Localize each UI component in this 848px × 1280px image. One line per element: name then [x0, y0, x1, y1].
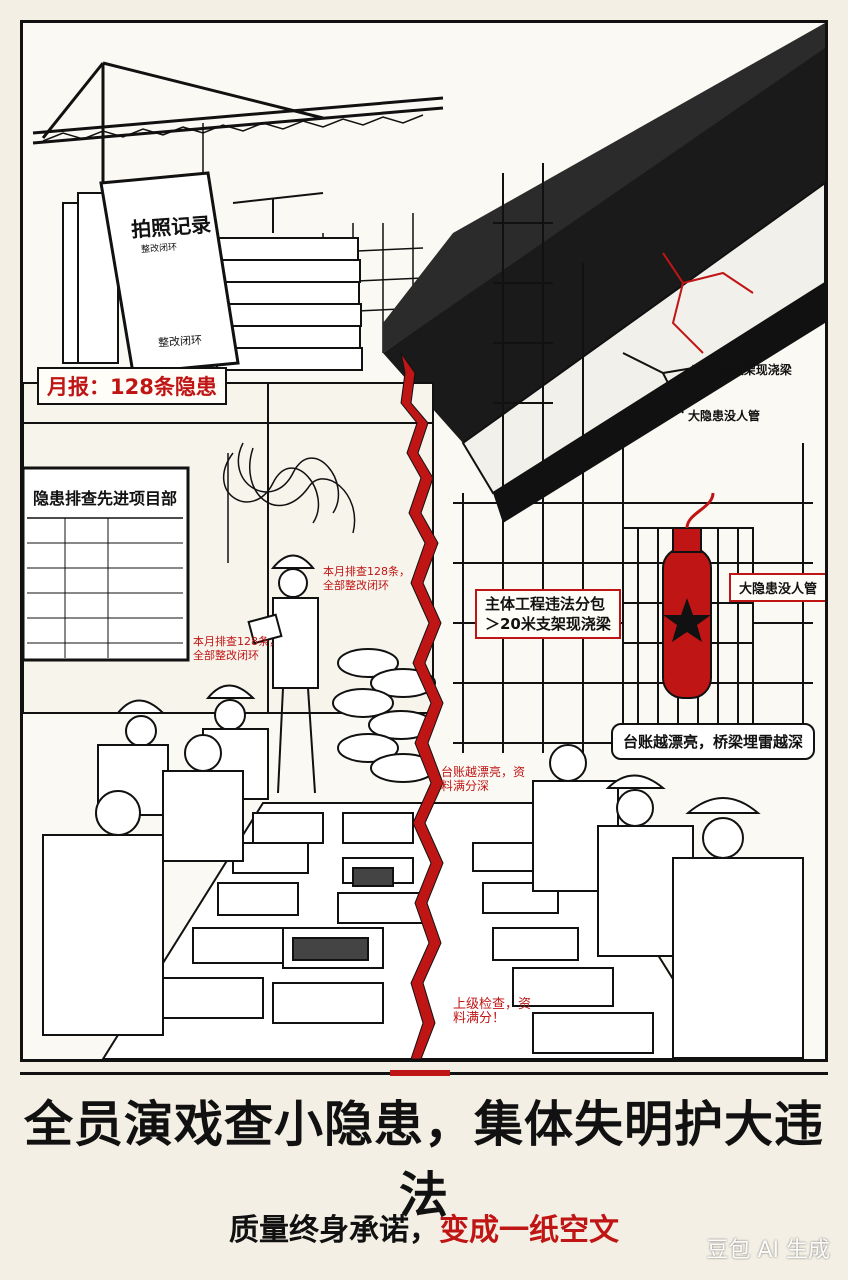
subheadline-part1: 质量终身承诺， — [229, 1213, 439, 1248]
label-subcontract: 主体工程违法分包 ＞20米支架现浇梁 — [475, 589, 621, 639]
label-danger: 大隐患没人管 — [729, 573, 825, 602]
red-crack — [400, 352, 444, 1059]
tower-crane — [32, 61, 444, 233]
subheadline: 质量终身承诺，变成一纸空文 — [0, 1205, 848, 1249]
people-right — [532, 744, 804, 1059]
binder-photo-records — [99, 171, 240, 375]
red-bomb-icon — [662, 492, 715, 699]
note-bridge-1: ＞20米支架现浇梁 — [691, 363, 792, 377]
label-subcontract-line2: ＞20米支架现浇梁 — [485, 615, 611, 633]
binder-subtitle: 整改闭环 — [140, 242, 178, 256]
watermark: 豆包 AI 生成 — [706, 1238, 830, 1263]
board-title: 隐患排查先进项目部 — [33, 489, 178, 508]
document-stacks — [62, 192, 363, 371]
label-subcontract-line1: 主体工程违法分包 — [485, 595, 606, 613]
illustration — [23, 23, 825, 1059]
binder-title: 拍照记录 — [130, 212, 212, 242]
notice-board — [23, 466, 190, 662]
note-wall: 本月排查128条，全部整改闭环 — [193, 635, 280, 662]
illustration-frame: 拍照记录 整改闭环 整改闭环 月报：128条隐患 隐患排查先进项目部 本月排查1… — [20, 20, 828, 1062]
sandbags — [332, 648, 436, 783]
standing-inspector — [247, 554, 319, 794]
people-left — [42, 684, 269, 1036]
note-table-2: 上级检查，资料满分！ — [453, 997, 532, 1026]
subheadline-part2: 变成一纸空文 — [439, 1213, 619, 1248]
divider-red-accent — [390, 1070, 450, 1076]
speech-bubble: 台账越漂亮，桥梁埋雷越深 — [611, 723, 816, 760]
binder-footer: 整改闭环 — [157, 333, 203, 350]
note-bridge-2: 大隐患没人管 — [688, 409, 761, 423]
hanging-cables — [222, 442, 356, 563]
monthly-report-banner: 月报：128条隐患 — [37, 367, 227, 405]
note-table-1: 台账越漂亮，资料满分深 — [441, 765, 526, 793]
note-worker: 本月排查128条，全部整改闭环 — [323, 565, 410, 592]
headline: 全员演戏查小隐患，集体失明护大违法 — [23, 1096, 824, 1224]
